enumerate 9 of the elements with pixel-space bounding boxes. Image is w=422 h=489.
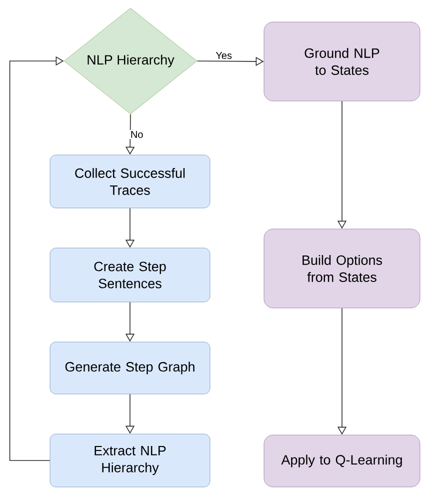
process-box: Generate Step Graph (50, 342, 210, 394)
process-box: Extract NLP Hierarchy (50, 434, 210, 488)
edge-label: Yes (214, 51, 233, 60)
process-box: Ground NLP to States (264, 22, 420, 102)
edge-label: No (129, 130, 144, 139)
process-box: Build Options from States (264, 228, 420, 308)
process-box: Create Step Sentences (50, 248, 210, 302)
process-box: Collect Successful Traces (50, 154, 210, 208)
process-box: Apply to Q-Learning (264, 434, 420, 488)
